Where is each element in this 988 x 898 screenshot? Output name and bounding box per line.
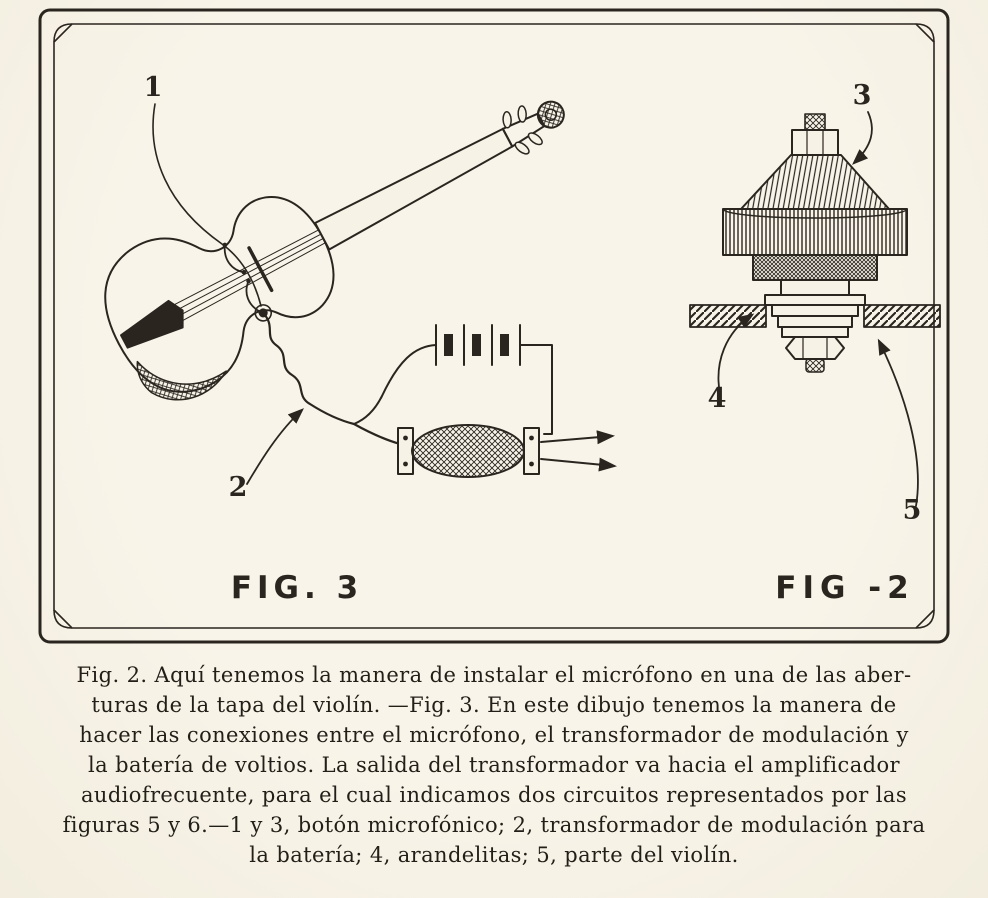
callout-5: 5: [903, 495, 922, 526]
callout-1-line: [152, 103, 262, 307]
top-bolt-stub: [804, 113, 826, 131]
caption-line: hacer las conexiones entre el micrófono,…: [79, 723, 909, 747]
decorative-frame: [38, 8, 950, 644]
fig3-illustration: 1 2 FIG. 3: [104, 72, 617, 606]
bottom-hex-nut: [785, 336, 845, 360]
caption: Fig. 2. Aquí tenemos la manera de instal…: [0, 660, 988, 870]
figure-panel: 1 2 FIG. 3: [38, 8, 950, 644]
mic-cone-cap: [740, 154, 890, 210]
violin-fingerboard: [314, 127, 514, 251]
battery-lead-right: [519, 344, 553, 435]
caption-line: la batería; 4, arandelitas; 5, parte del…: [249, 843, 739, 867]
flange-washer: [764, 294, 866, 306]
violin-scroll: [536, 100, 565, 129]
violin-top-board-left: [689, 304, 767, 328]
callout-4: 4: [708, 383, 727, 414]
violin-top-board-right: [863, 304, 941, 328]
callout-4-arrow: [717, 313, 755, 395]
top-nut: [791, 129, 839, 156]
mic-wire-chain: [261, 311, 402, 446]
fig2-illustration: 3 4 5 FIG -2: [689, 80, 941, 606]
fig3-label: FIG. 3: [231, 570, 363, 606]
bottom-bolt-stub: [805, 358, 825, 373]
washer-1: [771, 304, 859, 317]
caption-line: audiofrecuente, para el cual indicamos d…: [80, 783, 908, 807]
callout-1: 1: [144, 72, 163, 103]
battery-lead-left: [353, 344, 437, 425]
knurled-ring: [752, 254, 878, 281]
output-arrow-bottom: [540, 457, 617, 472]
caption-line: turas de la tapa del violín. —Fig. 3. En…: [91, 693, 897, 717]
cylinder-rim: [722, 208, 908, 219]
knurled-cylinder: [722, 208, 908, 256]
output-arrow-top: [540, 430, 615, 445]
violin-tailpiece: [120, 299, 184, 349]
transformer-symbol: [397, 424, 617, 478]
callout-3-arrow: [852, 111, 873, 165]
violin-chinrest: [136, 360, 227, 401]
battery-symbol: [353, 324, 553, 435]
caption-line: Fig. 2. Aquí tenemos la manera de instal…: [76, 663, 912, 687]
fig2-label: FIG -2: [775, 570, 914, 606]
collar: [780, 279, 850, 296]
callout-3: 3: [853, 80, 872, 111]
violin-drawing: [104, 100, 565, 401]
caption-line: la batería de voltios. La salida del tra…: [88, 753, 900, 777]
callout-2: 2: [229, 472, 248, 503]
violin-bridge: [247, 246, 274, 293]
washer-3: [781, 326, 849, 338]
washer-2: [777, 315, 853, 328]
callout-5-arrow: [877, 338, 919, 507]
violin-pegs: [502, 105, 543, 155]
caption-line: figuras 5 y 6.—1 y 3, botón microfónico;…: [62, 813, 926, 837]
callout-2-arrow: [246, 408, 304, 485]
